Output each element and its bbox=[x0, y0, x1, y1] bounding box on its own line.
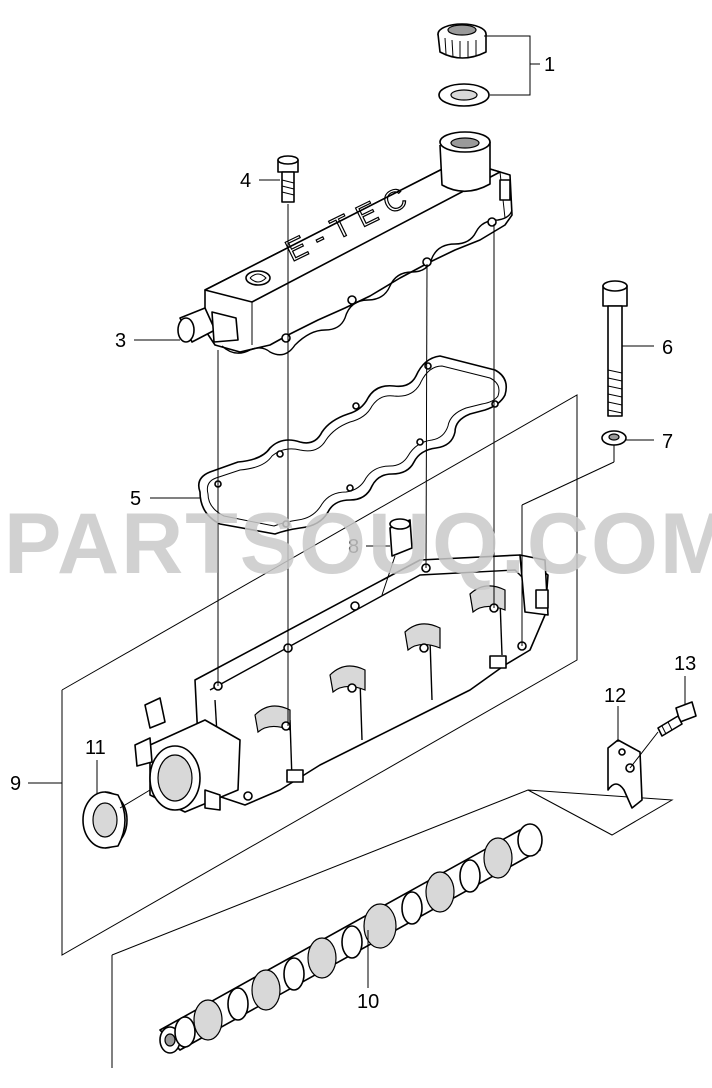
alignment-lines bbox=[119, 204, 659, 809]
callout-10: 10 bbox=[357, 991, 379, 1013]
callout-5: 5 bbox=[130, 488, 141, 510]
callout-4: 4 bbox=[240, 170, 251, 192]
watermark: PARTSOUQ.COM bbox=[4, 496, 712, 592]
callout-7: 7 bbox=[662, 431, 673, 453]
assembly-frame-camshaft bbox=[111, 789, 674, 956]
callout-6: 6 bbox=[662, 337, 673, 359]
callout-8: 8 bbox=[348, 536, 359, 558]
small-bolt bbox=[657, 701, 697, 737]
callout-11: 11 bbox=[85, 737, 106, 759]
callout-9: 9 bbox=[10, 773, 21, 795]
leader-lines bbox=[28, 35, 686, 988]
thrust-bracket bbox=[607, 739, 643, 809]
long-bolt bbox=[602, 280, 628, 417]
camshaft bbox=[159, 823, 543, 1054]
oil-filler-seal bbox=[438, 83, 490, 107]
washer bbox=[601, 430, 627, 446]
callout-1: 1 bbox=[544, 54, 555, 76]
cylinder-head-cover: E-TEC bbox=[177, 131, 513, 356]
oil-seal bbox=[82, 791, 128, 849]
cover-bolt bbox=[277, 155, 299, 203]
camshaft-housing bbox=[134, 554, 549, 813]
callout-13: 13 bbox=[674, 653, 696, 675]
callout-12: 12 bbox=[604, 685, 626, 707]
oil-filler-cap bbox=[437, 23, 487, 59]
dowel-sleeve bbox=[389, 518, 413, 557]
callout-3: 3 bbox=[115, 330, 126, 352]
assembly-frame-9 bbox=[61, 394, 578, 956]
